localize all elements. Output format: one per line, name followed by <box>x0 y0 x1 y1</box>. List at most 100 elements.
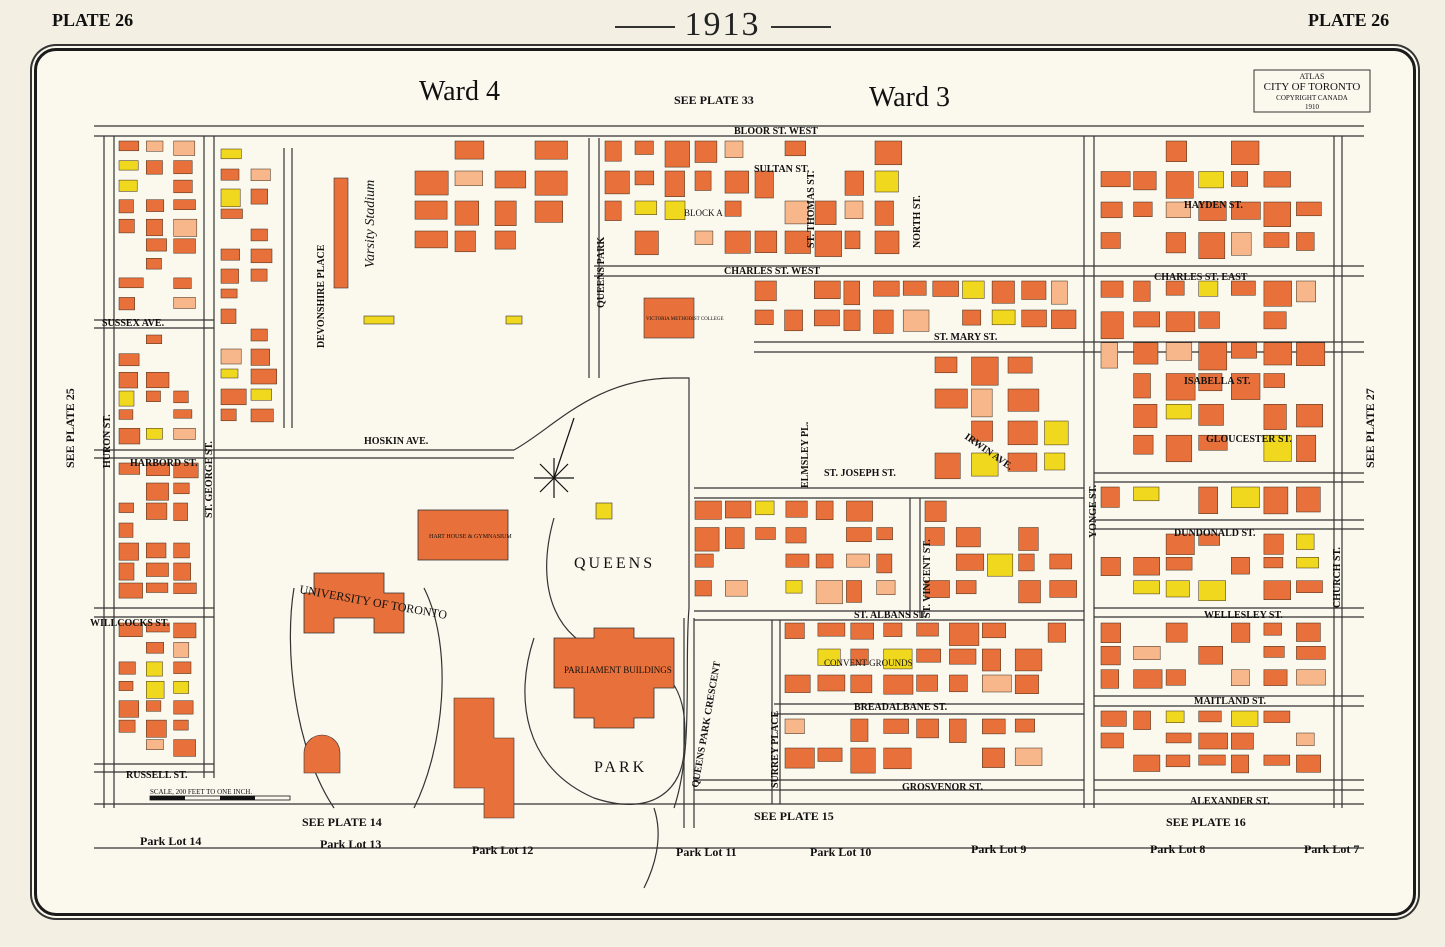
park-lot-12: Park Lot 12 <box>472 843 533 857</box>
building-237 <box>1133 710 1151 730</box>
building-187 <box>1231 373 1261 400</box>
atlas-stamp-line-3: COPYRIGHT CANADA <box>1276 94 1348 102</box>
street-st-joseph: ST. JOSEPH ST. <box>824 468 896 479</box>
street-st-vincent: ST. VINCENT ST. <box>922 539 933 618</box>
building-134 <box>1198 232 1226 259</box>
building-9 <box>146 199 165 212</box>
street-wellesley: WELLESLEY ST. <box>1204 610 1283 621</box>
building-126 <box>1133 171 1157 191</box>
building-143 <box>1296 232 1315 251</box>
building-312 <box>817 747 843 762</box>
building-204 <box>1100 557 1121 576</box>
parliament-label: PARLIAMENT BUILDINGS <box>564 665 672 675</box>
building-31 <box>173 409 193 419</box>
block-a-label: BLOCK A <box>684 208 723 218</box>
observatory <box>303 734 341 774</box>
yellow-garage <box>363 315 395 325</box>
building-100 <box>664 170 685 197</box>
building-18 <box>173 238 196 254</box>
yellow-shed <box>505 315 523 325</box>
building-248 <box>1263 710 1291 723</box>
street-st-mary: ST. MARY ST. <box>934 332 998 343</box>
building-68 <box>173 719 189 731</box>
building-41 <box>146 502 168 520</box>
building-34 <box>118 502 134 513</box>
building-0 <box>118 140 140 152</box>
building-139 <box>1263 171 1291 188</box>
compass-rose <box>534 417 575 498</box>
building-145 <box>754 309 774 325</box>
building-114 <box>814 200 837 225</box>
building-194 <box>1296 280 1316 303</box>
street-lines <box>94 125 1364 889</box>
building-106 <box>724 170 749 194</box>
parliament-building <box>553 627 675 729</box>
building-346 <box>534 140 568 160</box>
scale-bar <box>149 795 291 801</box>
building-201 <box>1231 486 1260 508</box>
building-33 <box>118 462 140 475</box>
building-232 <box>1296 622 1321 642</box>
building-115 <box>814 230 842 257</box>
building-135 <box>1231 140 1260 165</box>
see-plate-bottom-right: SEE PLATE 16 <box>1166 815 1246 829</box>
building-343 <box>494 170 527 189</box>
building-161 <box>1021 309 1047 328</box>
building-5 <box>118 277 144 289</box>
building-277 <box>924 580 950 598</box>
building-264 <box>785 580 803 594</box>
fire-insurance-map[interactable]: Ward 4 Ward 3 ATLAS CITY OF TORONTO COPY… <box>34 48 1410 910</box>
building-255 <box>694 580 712 597</box>
building-80 <box>220 388 247 406</box>
building-164 <box>1100 280 1124 298</box>
landmark-blocks <box>303 177 695 819</box>
building-147 <box>814 280 841 299</box>
building-91 <box>250 408 274 423</box>
street-sussex: SUSSEX AVE. <box>102 318 165 329</box>
building-30 <box>173 390 189 404</box>
building-227 <box>1231 622 1251 643</box>
building-48 <box>173 542 190 559</box>
atlas-stamp-line-2: CITY OF TORONTO <box>1264 81 1361 93</box>
building-287 <box>784 622 805 639</box>
building-160 <box>1021 280 1047 300</box>
street-sultan: SULTAN ST. <box>754 164 810 175</box>
building-270 <box>846 553 870 568</box>
building-339 <box>454 140 485 160</box>
building-265 <box>815 500 834 520</box>
building-302 <box>949 648 977 665</box>
building-182 <box>1198 373 1223 392</box>
building-142 <box>1296 201 1322 217</box>
building-235 <box>1100 710 1127 727</box>
street-yonge: YONGE ST. <box>1088 484 1099 538</box>
building-97 <box>634 200 657 215</box>
building-214 <box>1263 557 1284 569</box>
atlas-stamp-line-4: 1910 <box>1305 103 1320 111</box>
street-maitland: MAITLAND ST. <box>1194 696 1267 707</box>
building-59 <box>146 681 165 699</box>
building-22 <box>118 372 138 389</box>
building-136 <box>1231 171 1248 187</box>
building-12 <box>146 258 162 270</box>
building-249 <box>1263 754 1291 766</box>
building-260 <box>755 527 776 540</box>
university-building <box>303 572 405 634</box>
building-324 <box>934 388 968 409</box>
building-338 <box>414 230 448 249</box>
building-196 <box>1296 404 1323 428</box>
building-148 <box>814 309 840 327</box>
building-345 <box>494 230 516 250</box>
atlas-stamp-line-1: ATLAS <box>1300 72 1325 81</box>
building-73 <box>220 208 243 219</box>
building-57 <box>146 642 164 654</box>
building-40 <box>146 482 169 501</box>
building-224 <box>1165 622 1188 643</box>
building-301 <box>949 622 980 646</box>
building-295 <box>883 622 903 637</box>
park-lot-7: Park Lot 7 <box>1304 842 1359 856</box>
park-label: PARK <box>594 759 647 776</box>
building-141 <box>1263 232 1290 248</box>
park-lot-9: Park Lot 9 <box>971 842 1026 856</box>
building-93 <box>604 170 630 195</box>
building-335 <box>1044 452 1066 471</box>
